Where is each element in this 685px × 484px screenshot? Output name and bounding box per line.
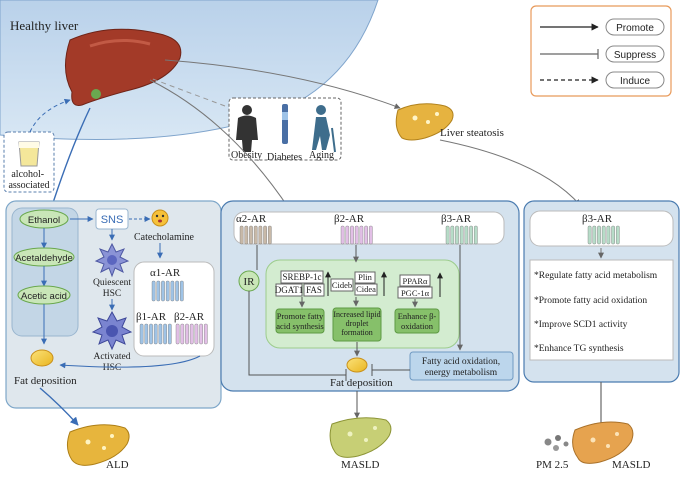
svg-text:Promote: Promote [616,23,654,34]
b3-ar-receptor-icon-mid [445,225,478,245]
a1-ar-label: α1-AR [150,267,181,279]
b3-effects-box [529,259,674,361]
alcohol-label: alcohol- associated [8,169,49,191]
diabetes-pen-icon [282,104,288,144]
plin-box [354,271,376,284]
acetaldehyde-label: Acetaldehyde [15,253,73,264]
fat-droplet-icon-left [30,349,54,367]
plin-label: Plin [358,272,372,282]
pm25-particles-icon [544,435,569,451]
cidea-label: Cidea [356,284,376,294]
membrane-band-right [529,210,674,247]
ppara-label: PPARα [403,276,428,286]
sns-label: SNS [101,214,124,226]
promote-fatty-acid-synthesis-box [275,308,325,334]
fatty-acid-oxidation-box [409,351,514,381]
b3-ar-receptor-icon-right [587,225,620,245]
ethanol-label: Ethanol [28,215,60,226]
liver-steatosis-label: Liver steatosis [440,127,504,139]
arrow-steatosis-to-b3 [439,139,581,206]
b1-ar-receptor-icon [139,323,172,345]
healthy-liver-label: Healthy liver [10,18,79,33]
induce-arrow-alcohol [29,98,71,133]
ald-liver-icon [66,424,130,466]
masld-liver-icon-mid [329,417,392,458]
ethanol-metabolism-box [11,207,79,337]
ir-to-fat-line [248,291,346,376]
healthy-liver-icon [65,28,182,106]
b3-effect-1: *Regulate fatty acid metabolism [534,270,658,281]
ppara-box [399,274,431,287]
masld-liver-icon-right [572,421,634,464]
dgat1-label: DGAT1 [275,285,304,295]
fatty-acid-oxidation-label: Fatty acid oxidation,energy metabolism [422,357,500,378]
masld-outcome-right: MASLD [612,459,651,471]
b3-effect-4: *Enhance TG synthesis [534,344,624,354]
b3-ar-label-right: β3-AR [582,213,613,225]
legend-promote: Promote [540,18,665,36]
quiescent-hsc-icon [94,242,130,278]
ald-outcome-label: ALD [106,459,129,471]
legend-induce: Induce [540,71,665,89]
arrow-liver-to-adrenergic [149,79,291,211]
pm25-label: PM 2.5 [536,459,569,471]
dashed-risk-to-liver [149,77,226,107]
a2-ar-receptor-icon [239,225,272,245]
b2-ar-label: β2-AR [174,311,205,323]
catecholamine-label: Catecholamine [134,232,195,243]
fat-deposition-mid: Fat deposition [330,377,393,389]
legend-suppress: Suppress [540,45,665,63]
b3-effect-2: *Promote fatty acid oxidation [534,295,647,306]
pgc-label: PGC-1α [401,288,430,298]
svg-text:Suppress: Suppress [614,50,656,61]
cideb-label: Cideb [332,280,352,290]
srebp-label: SREBP-1c [282,272,321,282]
svg-text:Induce: Induce [620,76,650,87]
pgc-box [397,286,433,299]
fat-droplet-icon-mid [346,357,368,373]
alcohol-glass-icon [18,141,40,167]
a1-ar-receptor-icon [151,280,184,302]
enhance-beta-oxidation-box [394,308,440,334]
risk-factor-obesity: Obesity [231,150,262,161]
fas-label: FAS [306,285,322,295]
risk-factor-diabetes: Diabetes [267,152,302,163]
ir-label: IR [244,276,256,288]
b3-effect-3: *Improve SCD1 activity [534,320,628,330]
srebp-box [280,270,324,284]
b2-ar-receptor-icon-mid [340,225,373,245]
arrow-liver-to-ald-panel [48,107,91,213]
b2-ar-label-mid: β2-AR [334,213,365,225]
cideb-box [330,278,354,292]
b2-ar-receptor-icon [175,323,208,345]
arrow-fat-ald [39,387,79,426]
risk-factor-aging: Aging [309,150,334,161]
aging-person-icon [312,105,336,153]
a2-ar-label: α2-AR [236,213,267,225]
liver-steatosis-icon [395,103,454,141]
arrow-receptors-fat [59,355,201,369]
activated-hsc-icon [91,310,133,351]
enhance-beta-oxidation-label: Enhance β-oxidation [398,311,437,331]
masld-outcome-mid: MASLD [341,459,380,471]
b1-ar-label: β1-AR [136,311,167,323]
catecholamine-icon [151,209,169,227]
dgat1-box [275,283,303,297]
fas-box [303,283,325,297]
arrow-liver-to-steatosis [164,59,401,109]
obesity-person-icon [236,105,258,152]
lipid-droplet-box [332,307,382,342]
acetic-acid-label: Acetic acid [21,291,67,302]
cidea-box [354,283,378,296]
fat-deposition-left: Fat deposition [14,375,77,387]
b3-ar-label-mid: β3-AR [441,213,472,225]
